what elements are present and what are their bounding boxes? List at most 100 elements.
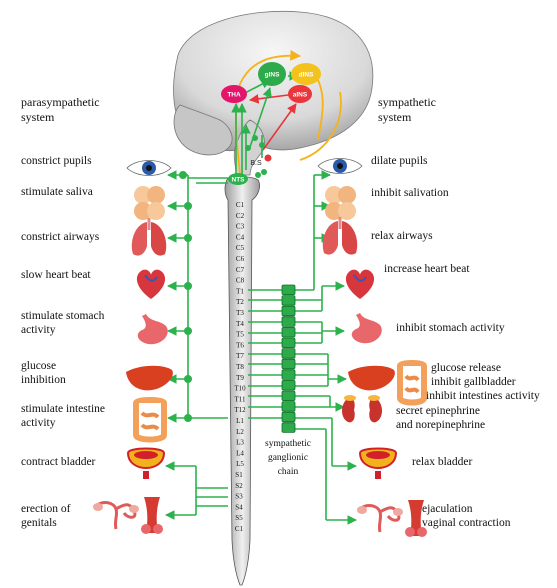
- liver-icon: [126, 366, 173, 391]
- effect-relax-bladder: relax bladder: [412, 455, 472, 469]
- salivary-gland-icon: [325, 186, 356, 220]
- dins-label: dINS: [299, 72, 314, 79]
- vertebra-label-t12: T12: [234, 406, 246, 414]
- bladder-icon: [360, 449, 396, 480]
- effect-dilate-pupils: dilate pupils: [371, 154, 428, 168]
- vertebra-label-t11: T11: [234, 395, 246, 403]
- heart-icon: [137, 270, 165, 299]
- vertebra-label-t6: T6: [236, 341, 244, 349]
- vertebra-label-t5: T5: [236, 331, 244, 339]
- vertebra-label-s4: S4: [235, 503, 243, 511]
- bladder-icon: [128, 449, 164, 480]
- ganglion-box: [282, 412, 295, 422]
- eye-icon: [318, 159, 362, 174]
- vertebra-label-s1: S1: [235, 471, 243, 479]
- tha-label: THA: [227, 92, 241, 99]
- liver-icon: [348, 366, 395, 391]
- brain: [174, 11, 373, 175]
- vertebra-label-s3: S3: [235, 493, 243, 501]
- vertebra-label-t4: T4: [236, 320, 244, 328]
- ganglion-box: [282, 359, 295, 369]
- vertebra-label-c8: C8: [236, 277, 245, 285]
- heart-icon: [346, 270, 374, 299]
- parasympathetic-heading: parasympathetic system: [21, 95, 100, 125]
- effect-relax-airways: relax airways: [371, 229, 433, 243]
- effect-stimulate-saliva: stimulate saliva: [21, 185, 93, 199]
- effect-secret-epinephrine: secret epinephrine and norepinephrine: [396, 404, 485, 432]
- parasympathetic-pathways: [166, 175, 228, 515]
- heading-line: system: [21, 110, 100, 125]
- effect-stimulate-intestine: stimulate intestine activity: [21, 402, 105, 430]
- vertebra-label-l3: L3: [236, 439, 244, 447]
- kidney-icon: [342, 395, 382, 422]
- brainstem-label: B.S: [250, 160, 262, 167]
- lungs-icon: [132, 218, 166, 256]
- parasympathetic-ganglia: [179, 171, 192, 422]
- ganglion-box: [282, 423, 295, 433]
- vertebra-label-c3: C3: [236, 223, 245, 231]
- lungs-icon: [323, 217, 357, 255]
- vertebra-label-c5: C5: [236, 244, 245, 252]
- ganglion-box: [282, 370, 295, 380]
- vertebra-label-s2: S2: [235, 482, 243, 490]
- ganglion-box: [282, 285, 295, 295]
- nts-label: NTS: [232, 177, 246, 184]
- heading-line: system: [378, 110, 436, 125]
- eye-icon: [127, 161, 171, 176]
- effect-stimulate-stomach: stimulate stomach activity: [21, 309, 104, 337]
- vertebra-label-c1: C1: [235, 525, 244, 533]
- sympathetic-ganglionic-chain: [282, 285, 295, 432]
- effect-inhibit-salivation: inhibit salivation: [371, 186, 449, 200]
- ganglion-box: [282, 391, 295, 401]
- vertebra-label-t3: T3: [236, 309, 244, 317]
- sympathetic-chain-label: sympathetic ganglionic chain: [259, 437, 317, 479]
- effect-inhibit-intestines-activity: inhibit intestines activity: [426, 389, 540, 403]
- vertebra-label-s5: S5: [235, 514, 243, 522]
- vertebra-label-c6: C6: [236, 255, 245, 263]
- ganglion-box: [282, 338, 295, 348]
- vertebra-label-t2: T2: [236, 298, 244, 306]
- vertebra-label-t1: T1: [236, 287, 244, 295]
- effect-inhibit-gallbladder: inhibit gallbladder: [431, 375, 516, 389]
- ganglion-box: [282, 349, 295, 359]
- intestine-icon: [136, 400, 164, 440]
- effect-constrict-airways: constrict airways: [21, 230, 99, 244]
- vertebra-label-c4: C4: [236, 233, 245, 241]
- effect-inhibit-stomach-activity: inhibit stomach activity: [396, 321, 505, 335]
- ganglion-box: [282, 380, 295, 390]
- stomach-icon: [138, 314, 168, 344]
- genitals-icon: [357, 500, 427, 537]
- vertebra-label-t9: T9: [236, 374, 244, 382]
- intestine-icon: [400, 363, 424, 403]
- vertebra-label-c1: C1: [236, 201, 245, 209]
- gins-label: gINS: [265, 72, 280, 79]
- stomach-icon: [352, 313, 382, 343]
- vertebra-label-t8: T8: [236, 363, 244, 371]
- heading-line: parasympathetic: [21, 95, 100, 110]
- vertebra-label-t10: T10: [234, 385, 246, 393]
- vertebra-label-l2: L2: [236, 428, 244, 436]
- effect-increase-heart-beat: increase heart beat: [384, 262, 470, 276]
- ganglion-box: [282, 317, 295, 327]
- effect-contract-bladder: contract bladder: [21, 455, 95, 469]
- vertebra-label-l5: L5: [236, 460, 244, 468]
- effect-erection-of-genitals: erection of genitals: [21, 502, 71, 530]
- ganglion-box: [282, 327, 295, 337]
- salivary-gland-icon: [134, 186, 165, 220]
- sympathetic-heading: sympathetic system: [378, 95, 436, 125]
- ganglion-box: [282, 296, 295, 306]
- effect-glucose-release: glucose release: [431, 361, 501, 375]
- effect-constrict-pupils: constrict pupils: [21, 154, 92, 168]
- ganglion-box: [282, 306, 295, 316]
- vertebra-label-l1: L1: [236, 417, 244, 425]
- genitals-icon: [93, 497, 163, 534]
- vertebra-label-t7: T7: [236, 352, 244, 360]
- ganglion-box: [282, 402, 295, 412]
- vertebra-label-l4: L4: [236, 449, 244, 457]
- ains-label: aINS: [293, 92, 308, 99]
- effect-glucose-inhibition: glucose inhibition: [21, 359, 66, 387]
- vertebra-label-c7: C7: [236, 266, 245, 274]
- effect-slow-heart-beat: slow heart beat: [21, 268, 91, 282]
